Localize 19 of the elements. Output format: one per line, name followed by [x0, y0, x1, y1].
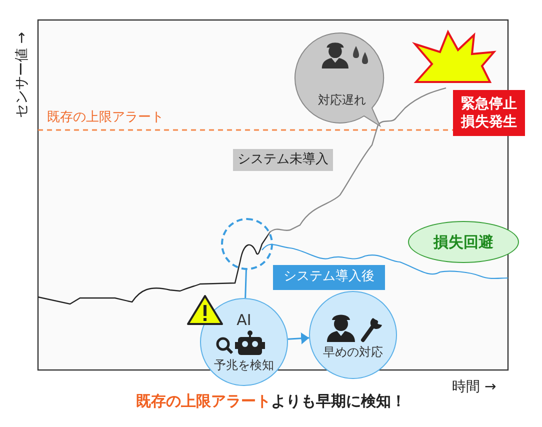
- explosion-burst: [412, 30, 496, 84]
- tag: [233, 149, 333, 171]
- highlight-circle: [221, 218, 273, 270]
- step-text: 早めの対応: [323, 344, 383, 360]
- axis-label: 時間 →: [452, 378, 496, 396]
- label-text: 緊急停止損失発生: [460, 94, 518, 132]
- caption: 既存の上限アラートよりも早期に検知！: [135, 392, 407, 411]
- label-text: システム未導入: [238, 152, 328, 168]
- step-text: 予兆を検知: [214, 356, 274, 374]
- arrow: [288, 332, 310, 344]
- label-text: システム導入後: [284, 269, 374, 286]
- step-text: AI: [236, 310, 252, 328]
- threshold-label: 既存の上限アラート: [47, 109, 164, 126]
- axis-label: センサー値 →: [13, 30, 31, 120]
- connector-line: [244, 270, 247, 298]
- bubble-text: 対応遅れ: [318, 92, 366, 108]
- tag: [273, 265, 385, 290]
- alert-box: [453, 90, 525, 136]
- result-text: 損失回避: [434, 232, 494, 252]
